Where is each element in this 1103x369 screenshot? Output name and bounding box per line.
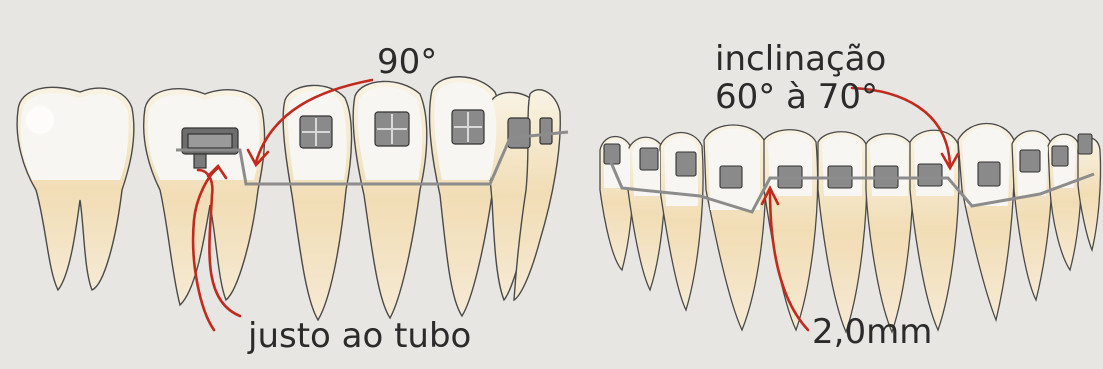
bracket (508, 118, 530, 148)
distance-label: 2,0mm (812, 314, 932, 350)
tooth-highlight (26, 106, 54, 134)
inclination-label: inclinação 60° à 70° (715, 40, 886, 116)
tube-hook (194, 154, 206, 168)
justo-ao-tubo-label: justo ao tubo (248, 318, 471, 354)
inclination-label-line2: 60° à 70° (715, 78, 886, 116)
bracket (540, 118, 552, 144)
angle-90-label: 90° (377, 44, 437, 80)
inclination-label-line1: inclinação (715, 40, 886, 78)
